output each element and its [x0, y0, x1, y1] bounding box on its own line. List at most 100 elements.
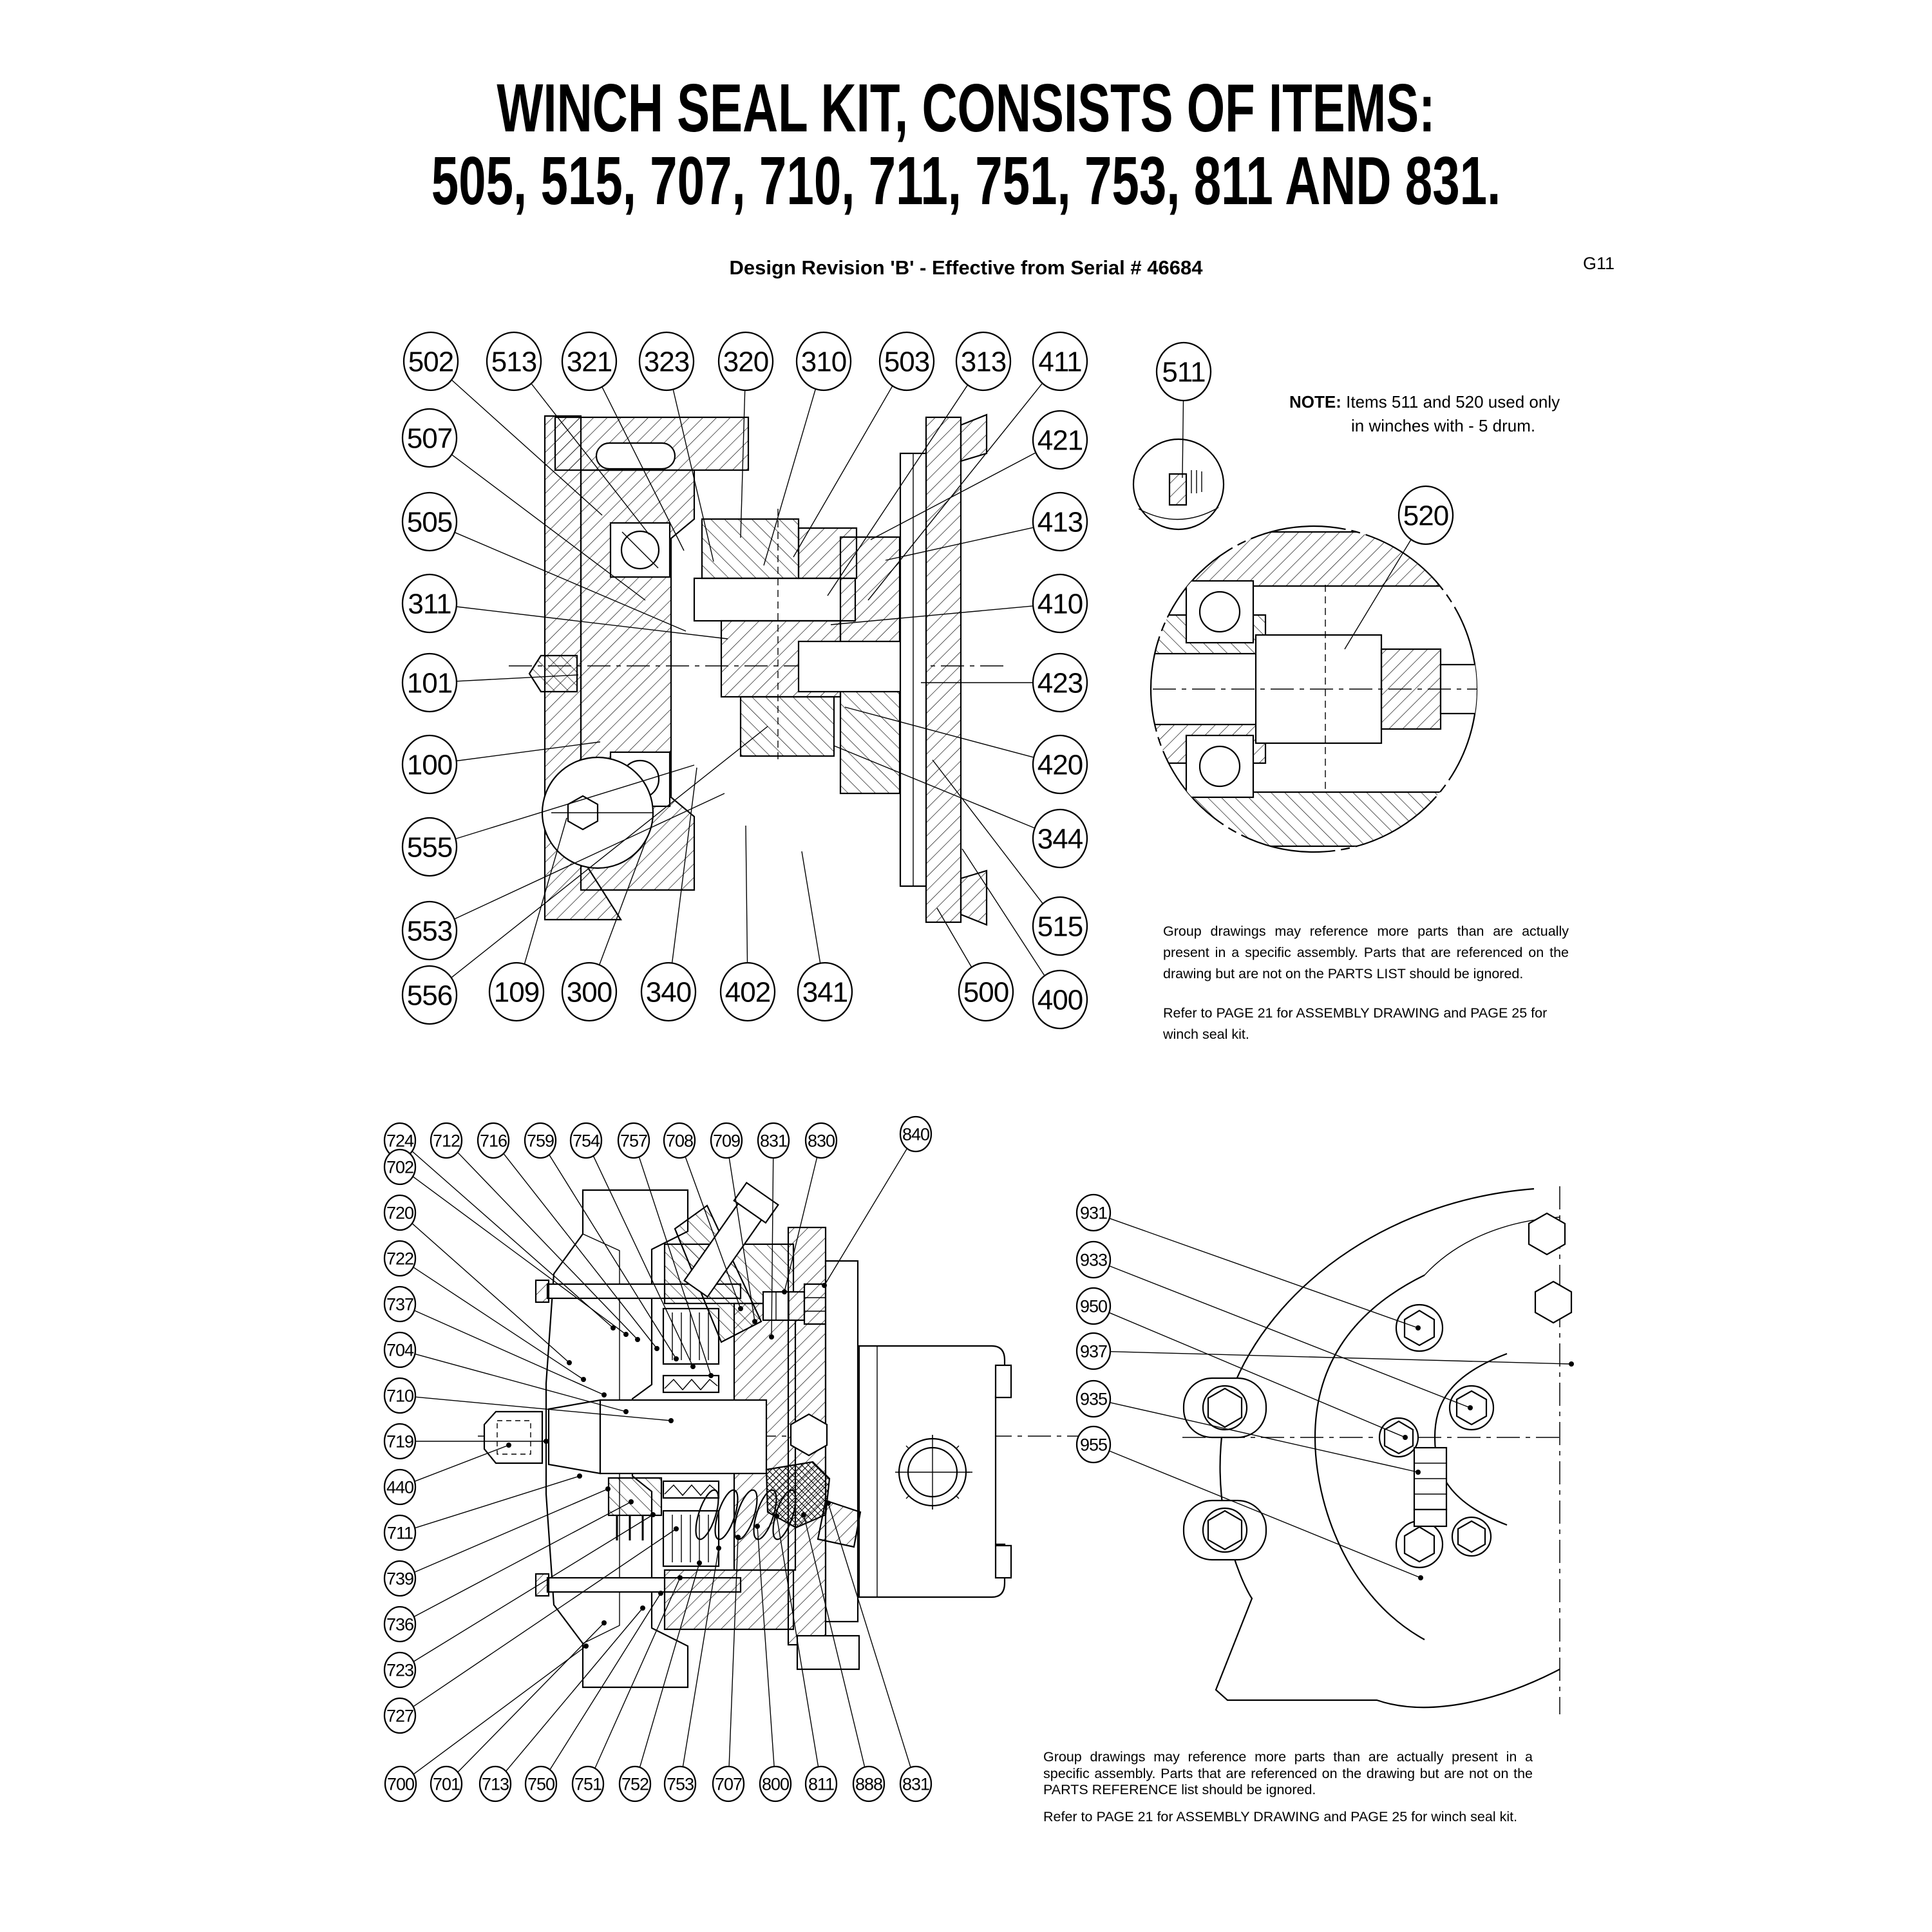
callout-752 — [618, 1765, 652, 1803]
callout-label-341: 341 — [802, 977, 848, 1009]
callout-label-520: 520 — [1403, 500, 1448, 532]
callout-label-701: 701 — [433, 1775, 460, 1794]
leader-dot-931 — [1416, 1325, 1421, 1331]
callout-831 — [899, 1765, 933, 1803]
callout-503 — [878, 331, 935, 392]
callout-label-503: 503 — [884, 346, 929, 378]
callout-757 — [617, 1122, 650, 1159]
callout-label-700: 700 — [387, 1775, 414, 1794]
callout-702 — [383, 1148, 417, 1186]
callout-label-737: 737 — [386, 1295, 413, 1314]
leader-dot-724 — [611, 1325, 616, 1331]
leader-line-931 — [1109, 1218, 1419, 1329]
page-title-line2: 505, 515, 707, 710, 711, 751, 753, 811 A… — [431, 143, 1501, 220]
callout-753 — [663, 1765, 697, 1803]
motor-bolt-upper — [994, 1364, 1012, 1399]
callout-label-840: 840 — [902, 1125, 929, 1144]
callout-712 — [430, 1122, 463, 1159]
leader-line-520 — [1344, 539, 1412, 650]
callout-511 — [1155, 341, 1212, 402]
leader-line-757 — [638, 1157, 712, 1376]
leader-dot-831 — [826, 1501, 831, 1506]
callout-label-753: 753 — [667, 1775, 694, 1794]
note-line2: in winches with - 5 drum. — [1351, 416, 1536, 435]
callout-label-100: 100 — [407, 750, 452, 781]
leader-line-737 — [414, 1310, 605, 1396]
leader-line-321 — [601, 386, 685, 551]
callout-707 — [712, 1765, 745, 1803]
leader-line-310 — [763, 388, 817, 566]
leader-line-711 — [414, 1475, 580, 1529]
callout-888 — [852, 1765, 886, 1803]
callout-label-344: 344 — [1037, 824, 1083, 855]
leader-dot-955 — [1418, 1575, 1423, 1580]
callout-400 — [1032, 969, 1088, 1030]
callout-label-555: 555 — [407, 832, 452, 864]
leader-dot-701 — [601, 1620, 607, 1625]
leader-line-556 — [451, 726, 768, 978]
callout-label-750: 750 — [527, 1775, 554, 1794]
callout-label-502: 502 — [408, 346, 453, 378]
retainer-plug-511 — [1168, 473, 1188, 506]
callout-label-411: 411 — [1038, 346, 1081, 378]
leader-line-752 — [639, 1562, 700, 1768]
callout-109 — [488, 961, 545, 1022]
leader-line-500 — [936, 907, 972, 968]
leader-dot-757 — [708, 1373, 714, 1378]
callout-413 — [1032, 491, 1088, 552]
callout-515 — [1032, 896, 1088, 956]
leader-dot-720 — [567, 1360, 572, 1365]
leader-line-830 — [784, 1157, 818, 1293]
callout-411 — [1032, 331, 1088, 392]
leader-line-716 — [503, 1153, 658, 1349]
leader-dot-750 — [658, 1591, 663, 1596]
drum-note: NOTE: Items 511 and 520 used only in win… — [1289, 390, 1598, 438]
leader-dot-737 — [601, 1392, 607, 1397]
leader-line-701 — [457, 1622, 605, 1773]
page-code: G11 — [1583, 254, 1615, 273]
callout-label-340: 340 — [646, 977, 691, 1009]
leader-line-100 — [456, 741, 601, 762]
callout-955 — [1075, 1425, 1112, 1464]
callout-704 — [383, 1331, 417, 1368]
flange-nut — [1528, 1212, 1566, 1256]
callout-723 — [383, 1651, 417, 1689]
leader-line-753 — [682, 1548, 719, 1767]
leader-dot-709 — [752, 1319, 757, 1324]
callout-label-101: 101 — [407, 668, 452, 699]
callout-937 — [1075, 1332, 1112, 1370]
flange-tab-lower — [1182, 1499, 1267, 1561]
callout-513 — [486, 331, 542, 392]
callout-500 — [958, 961, 1014, 1022]
callout-label-423: 423 — [1037, 668, 1083, 699]
callout-831 — [757, 1122, 790, 1159]
callout-313 — [955, 331, 1012, 392]
leader-line-553 — [454, 793, 725, 920]
callout-label-710: 710 — [386, 1387, 413, 1406]
callout-440 — [383, 1468, 417, 1506]
callout-310 — [795, 331, 852, 392]
leader-dot-751 — [677, 1575, 683, 1580]
callout-label-310: 310 — [801, 346, 846, 378]
callout-719 — [383, 1423, 417, 1460]
leader-line-736 — [413, 1501, 632, 1618]
ring-gear-lower — [839, 679, 901, 795]
callout-label-723: 723 — [386, 1661, 413, 1680]
callout-label-713: 713 — [482, 1775, 509, 1794]
callout-label-320: 320 — [723, 346, 768, 378]
leader-dot-937 — [1569, 1361, 1574, 1367]
leader-line-831 — [771, 1157, 774, 1338]
flange-outline — [1215, 1188, 1560, 1709]
leader-dot-707 — [735, 1535, 741, 1540]
leader-dot-711 — [577, 1473, 582, 1479]
leader-line-421 — [870, 452, 1036, 540]
callout-label-719: 719 — [386, 1432, 413, 1452]
shaft-nut — [790, 1413, 828, 1457]
leader-dot-700 — [583, 1643, 589, 1649]
callout-label-757: 757 — [620, 1132, 647, 1151]
carrier — [739, 696, 835, 757]
callout-label-830: 830 — [808, 1132, 835, 1151]
leader-dot-710 — [668, 1418, 674, 1423]
callout-520 — [1397, 485, 1454, 545]
motor-shaft-taper — [547, 1399, 601, 1475]
